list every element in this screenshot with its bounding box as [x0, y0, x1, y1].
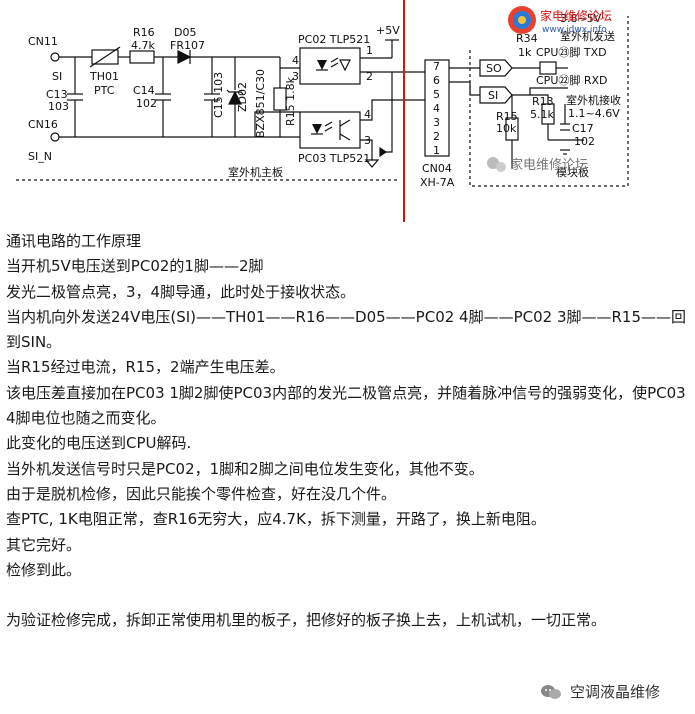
- label-c17: C17: [572, 122, 594, 135]
- optocoupler-pc03: [299, 111, 361, 149]
- article-line: 当外机发送信号时只是PC02，1脚和2脚之间电位发生变化，其他不变。: [6, 459, 484, 478]
- article-line: 发光二极管点亮，3，4脚导通，此时处于接收状态。: [6, 282, 356, 301]
- label-r16: R16: [133, 26, 155, 39]
- article-line: 该电压差直接加在PC03 1脚2脚使PC03内部的发光二极管点亮，并随着脉冲信号…: [6, 383, 686, 428]
- label-txd: CPU㉓脚 TXD: [536, 45, 607, 59]
- terminal-cn11: [50, 52, 60, 62]
- article-line: 由于是脱机检修，因此只能挨个零件检查，好在没几个件。: [6, 484, 397, 503]
- label-d05-val: FR107: [170, 39, 205, 52]
- resistor-r16: [129, 50, 155, 64]
- label-pc03-pin3: 3: [364, 134, 371, 147]
- label-board-main: 室外机主板: [228, 165, 283, 179]
- label-si-right: SI: [488, 89, 498, 102]
- label-pin2: 2: [366, 70, 373, 83]
- conn-pin-6: 6: [433, 74, 440, 87]
- label-pin1: 1: [366, 44, 373, 57]
- label-pc03: PC03 TLP521: [298, 152, 370, 165]
- label-pc02: PC02 TLP521: [298, 33, 370, 46]
- label-rxd: CPU㉒脚 RXD: [536, 73, 608, 87]
- circuit-schematic: CN11 SI C13 103 CN16 SI_N TH01 PTC R16 4…: [16, 0, 629, 222]
- article-line: 其它完好。: [6, 535, 82, 554]
- label-d05: D05: [174, 26, 196, 39]
- label-recv-range: 1.1~4.6V: [568, 107, 620, 120]
- label-r16-val: 4.7k: [131, 39, 155, 52]
- label-cn11: CN11: [28, 35, 58, 48]
- article-line: 此变化的电压送到CPU解码.: [6, 434, 192, 453]
- conn-pin-3: 3: [433, 116, 440, 129]
- signal-so-box: [479, 59, 513, 77]
- article-line: 当内机向外发送24V电压(SI)——TH01——R16——D05——PC02 4…: [6, 307, 687, 352]
- label-bzx: BZX851/C30: [254, 69, 267, 138]
- watermark-site-url: www.jdwx.info: [542, 25, 607, 35]
- label-cn16: CN16: [28, 118, 58, 131]
- conn-pin-4: 4: [433, 102, 440, 115]
- label-c14-val: 102: [136, 97, 157, 110]
- article-line: 检修到此。: [6, 560, 82, 579]
- label-r13: R13: [532, 95, 554, 108]
- site-logo: [508, 6, 536, 34]
- terminal-cn16: [50, 132, 60, 142]
- label-so: SO: [486, 62, 502, 75]
- spacer: [6, 583, 690, 608]
- label-r13-val: 5.1k: [530, 108, 554, 121]
- label-th01: TH01: [89, 70, 119, 83]
- conn-pin-5: 5: [433, 88, 440, 101]
- label-c13-val: 103: [48, 100, 69, 113]
- label-send: 室外机发送: [560, 29, 615, 43]
- label-plus5v: +5V: [376, 24, 400, 37]
- label-c14: C14: [133, 84, 155, 97]
- article-body: 通讯电路的工作原理 当开机5V电压送到PC02的1脚——2脚 发光二极管点亮，3…: [6, 229, 690, 634]
- label-pin4: 4: [292, 54, 299, 67]
- article-line: 当R15经过电流，R15，2端产生电压差。: [6, 358, 285, 377]
- label-r34: R34: [516, 32, 538, 45]
- article-line: 当开机5V电压送到PC02的1脚——2脚: [6, 257, 264, 276]
- label-c17-val: 102: [574, 135, 595, 148]
- wechat-icon: [541, 684, 561, 699]
- label-recv: 室外机接收: [566, 93, 621, 107]
- label-r15b-val: 10k: [496, 122, 517, 135]
- article-line: 查PTC, 1K电阻正常，查R16无穷大，应4.7K，拆下测量，开路了，换上新电…: [6, 510, 546, 529]
- label-top-right: 3.8~5V: [560, 12, 602, 25]
- label-cn04: CN04: [422, 162, 452, 175]
- label-c15: C15 103: [212, 72, 225, 118]
- conn-pin-7: 7: [433, 60, 440, 73]
- label-xh7a: XH-7A: [420, 176, 455, 189]
- label-zd02: ZD02: [236, 82, 249, 112]
- article-line: 为验证检修完成，拆卸正常使用机里的板子，把修好的板子换上去，上机试机，一切正常。: [6, 611, 607, 630]
- label-ptc: PTC: [94, 84, 115, 97]
- watermark-brand-mid: 家电维修论坛: [510, 157, 588, 173]
- label-sin: SI_N: [28, 150, 52, 163]
- optocoupler-pc02: [299, 47, 361, 85]
- conn-pin-2: 2: [433, 130, 440, 143]
- label-r34-val: 1k: [518, 46, 532, 59]
- article-title: 通讯电路的工作原理: [6, 232, 142, 250]
- label-module-board: 模块板: [556, 165, 589, 179]
- module-board-outline: [469, 16, 629, 187]
- connector-cn04: [424, 59, 450, 157]
- label-r15-1k8: R15 1.8k: [284, 76, 297, 126]
- label-si-left: SI: [52, 70, 62, 83]
- label-c13: C13: [46, 88, 68, 101]
- wechat-icon-mid: [487, 157, 506, 172]
- footer-brand-name: 空调液晶维修: [570, 683, 661, 701]
- resistor-r34: [539, 61, 557, 75]
- diode-d05: [177, 50, 192, 64]
- signal-si-box: [479, 86, 513, 104]
- footer-brand: 空调液晶维修: [540, 681, 660, 702]
- label-r15b: R15: [496, 110, 518, 123]
- label-pc03-pin4: 4: [364, 108, 371, 121]
- label-pin3: 3: [292, 70, 299, 83]
- watermark-site-name: 家电维修论坛: [540, 8, 612, 23]
- conn-pin-1: 1: [433, 144, 440, 157]
